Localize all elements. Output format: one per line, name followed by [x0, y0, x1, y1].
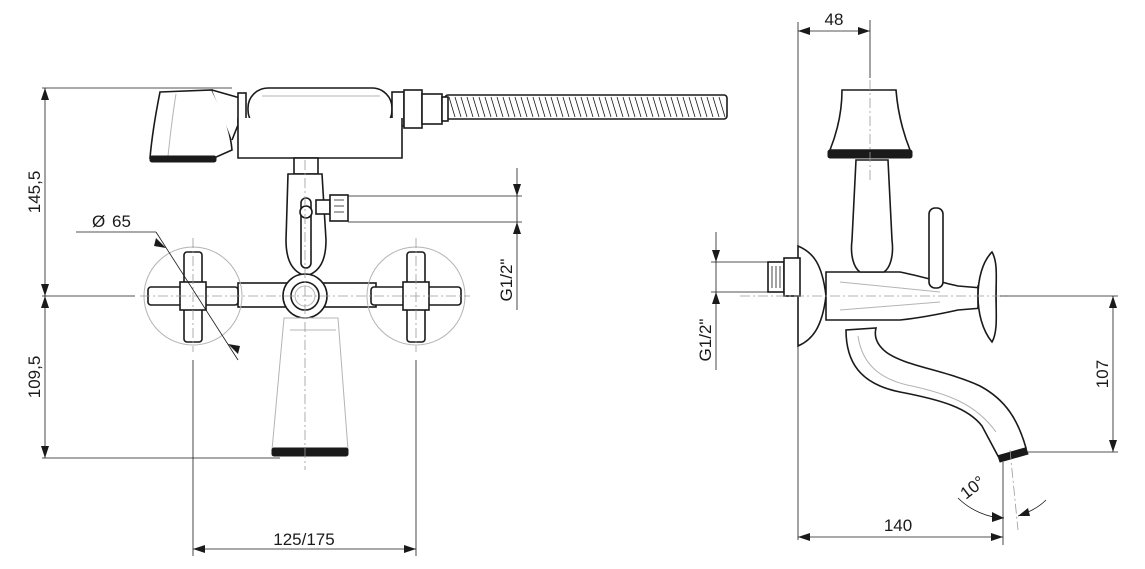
dim-height-lower: 109,5: [25, 356, 44, 399]
outlet-thread-dimension: G1/2": [348, 168, 522, 310]
shower-bracket: [237, 118, 403, 159]
dim-height-upper: 145,5: [25, 171, 44, 214]
dim-outlet-thread: G1/2": [497, 259, 516, 302]
dim-centre-distance: 125/175: [273, 530, 334, 549]
inlet-connector: [767, 257, 801, 297]
front-height-dimension: 145,5 109,5: [25, 87, 280, 459]
dim-handle-depth: 48: [825, 10, 844, 29]
side-vertical-body: [850, 159, 894, 273]
spout-reach-dimension: 140: [798, 462, 1004, 545]
diameter-symbol: Ø: [92, 212, 105, 231]
front-spout: [271, 317, 349, 457]
front-view: 145,5 109,5 Ø 65 G1/2" 1: [25, 87, 728, 556]
spout-angle-dimension: 10°: [957, 472, 1047, 522]
dim-spout-angle: 10°: [957, 472, 989, 503]
dim-inlet-thread: G1/2": [696, 319, 715, 362]
spout-drop-dimension: 107: [1000, 295, 1118, 453]
hand-shower-head: [149, 89, 241, 163]
handle-diameter-dimension: Ø 65: [76, 212, 240, 361]
dim-spout-reach: 140: [884, 516, 912, 535]
centre-distance-dimension: 125/175: [192, 360, 417, 556]
side-view: 48 G1/2" 107 140: [696, 10, 1118, 545]
inlet-thread-dimension: G1/2": [696, 232, 770, 370]
shower-hose: [444, 94, 728, 120]
mixer-body: [285, 157, 349, 277]
dim-spout-drop: 107: [1093, 360, 1112, 388]
dim-handle-diameter: 65: [112, 212, 131, 231]
side-diverter: [928, 207, 944, 289]
handle-depth-dimension: 48: [798, 10, 871, 78]
side-cross-handle: [977, 250, 998, 344]
